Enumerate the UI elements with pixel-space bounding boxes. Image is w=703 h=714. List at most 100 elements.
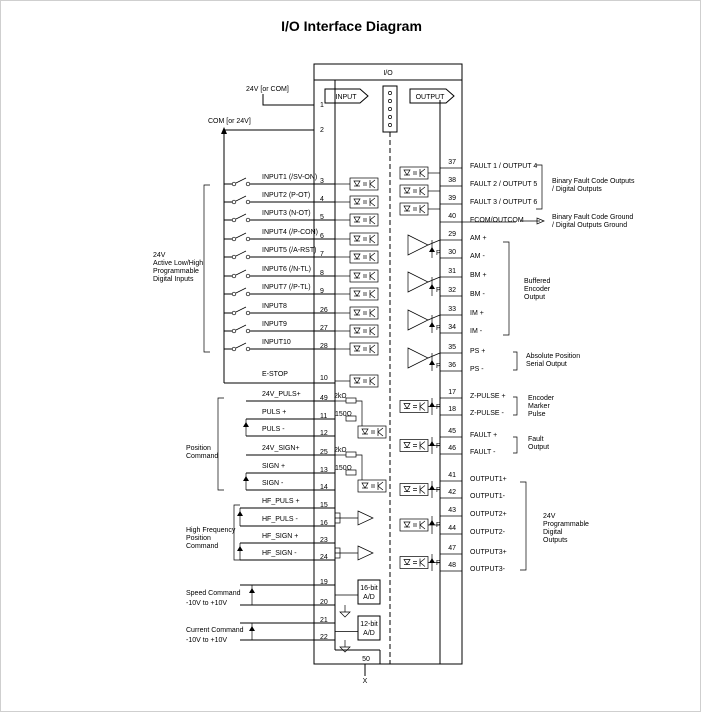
adc-label: 12-bit — [360, 621, 378, 628]
optocoupler-icon — [349, 287, 379, 301]
optocoupler-icon — [399, 400, 429, 413]
ground-icon — [339, 646, 351, 653]
pot-label: P — [436, 404, 441, 411]
optocoupler-icon — [349, 374, 379, 388]
group-hf-label: High Frequency Position Command — [186, 527, 236, 550]
pin-label: E-STOP — [262, 371, 288, 378]
pin-number: 26 — [320, 307, 328, 314]
svg-text:Speed Command: Speed Command — [186, 590, 241, 597]
svg-text:Absolute Position: Absolute Position — [526, 353, 580, 360]
switch-icon — [235, 195, 247, 202]
pin-label: OUTPUT3+ — [470, 549, 507, 556]
pin-number: 17 — [448, 389, 456, 396]
optocoupler-icon — [399, 166, 429, 180]
resistor-label: 150Ω — [335, 411, 352, 418]
switch-contact — [231, 181, 237, 187]
switch-icon — [235, 287, 247, 294]
svg-text:Outputs: Outputs — [543, 537, 568, 544]
switch-contact — [245, 217, 251, 223]
input-arrow-icon — [324, 88, 369, 104]
pin-label: FAULT 1 / OUTPUT 4 — [470, 163, 537, 170]
switch-contact — [245, 273, 251, 279]
switch-contact — [231, 346, 237, 352]
pin-number: 8 — [320, 270, 324, 277]
pot-label: P — [436, 560, 441, 567]
pin-label: FAULT + — [470, 432, 497, 439]
group-abs-label: Absolute Position Serial Output — [526, 353, 580, 368]
pin-label: FCOM/OUTCOM — [470, 217, 524, 224]
switch-contact — [245, 199, 251, 205]
optocoupler-icon — [349, 324, 379, 338]
optocoupler-icon — [349, 195, 379, 209]
pin-label: OUTPUT2- — [470, 529, 506, 536]
pin-label: SIGN + — [262, 463, 285, 470]
switch-contact — [231, 236, 237, 242]
pin-number: 27 — [320, 325, 328, 332]
resistor-label: 2kΩ — [334, 447, 347, 454]
pin-number: 11 — [320, 413, 327, 420]
switch-contact — [245, 310, 251, 316]
pin-number: 20 — [320, 599, 328, 606]
pin-label: PULS - — [262, 426, 285, 433]
optocoupler-icon — [399, 184, 429, 198]
svg-text:Pulse: Pulse — [528, 411, 546, 418]
pin-label: INPUT6 (/N-TL) — [262, 266, 311, 273]
switch-icon — [235, 213, 247, 220]
input-label: INPUT — [336, 94, 358, 101]
svg-text:Encoder: Encoder — [528, 395, 555, 402]
svg-text:Position: Position — [186, 445, 211, 452]
group-marker-label: Encoder Marker Pulse — [528, 395, 555, 418]
bottom-pin-number: 50 — [362, 656, 370, 663]
switch-contact — [231, 273, 237, 279]
pot-label: P — [436, 250, 441, 257]
svg-text:Digital Inputs: Digital Inputs — [153, 276, 194, 283]
pin-label: BM + — [470, 272, 487, 279]
pin-label: OUTPUT3- — [470, 566, 506, 573]
svg-text:Command: Command — [186, 453, 218, 460]
optocoupler-icon — [357, 425, 387, 439]
pin-number: 32 — [448, 287, 456, 294]
output-label: OUTPUT — [416, 94, 446, 101]
amplifier-icon — [407, 271, 429, 293]
svg-text:Current Command: Current Command — [186, 627, 244, 634]
pin-label: INPUT1 (/SV-ON) — [262, 174, 317, 181]
pin-number: 30 — [448, 249, 456, 256]
pin-number: 16 — [320, 520, 328, 527]
switch-icon — [235, 342, 247, 349]
optocoupler-icon — [349, 269, 379, 283]
receiver-icon — [357, 545, 374, 561]
pin-number: 19 — [320, 579, 328, 586]
ground-icon — [339, 611, 351, 618]
pin-number: 37 — [448, 159, 456, 166]
pin-number: 6 — [320, 233, 324, 240]
pin-number: 18 — [448, 406, 456, 413]
pot-label: P — [436, 487, 441, 494]
pin-number: 36 — [448, 362, 456, 369]
switch-icon — [235, 324, 247, 331]
pin-number: 33 — [448, 306, 456, 313]
switch-contact — [231, 291, 237, 297]
pin-number: 4 — [320, 196, 324, 203]
adc-label: 16-bit — [360, 585, 378, 592]
pin-number: 45 — [448, 428, 456, 435]
pot-label: P — [436, 287, 441, 294]
svg-text:Programmable: Programmable — [153, 268, 199, 275]
pin-label: INPUT10 — [262, 339, 291, 346]
pin-number: 34 — [448, 324, 456, 331]
adc-16bit — [357, 579, 381, 605]
pin-label: IM + — [470, 310, 484, 317]
pin-number: 40 — [448, 213, 456, 220]
pin-number: 31 — [448, 268, 456, 275]
optocoupler-icon — [349, 177, 379, 191]
switch-contact — [245, 328, 251, 334]
pin-label: AM - — [470, 253, 485, 260]
receiver-icon — [357, 510, 374, 526]
svg-text:Buffered: Buffered — [524, 278, 550, 285]
pin-label: Z-PULSE - — [470, 410, 505, 417]
pin-label: 24V_SIGN+ — [262, 445, 300, 452]
pin-number: 39 — [448, 195, 456, 202]
pin-label: OUTPUT1- — [470, 493, 506, 500]
svg-text:/ Digital Outputs Ground: / Digital Outputs Ground — [552, 222, 627, 229]
supply-top-label: 24V [or COM] — [246, 86, 289, 93]
